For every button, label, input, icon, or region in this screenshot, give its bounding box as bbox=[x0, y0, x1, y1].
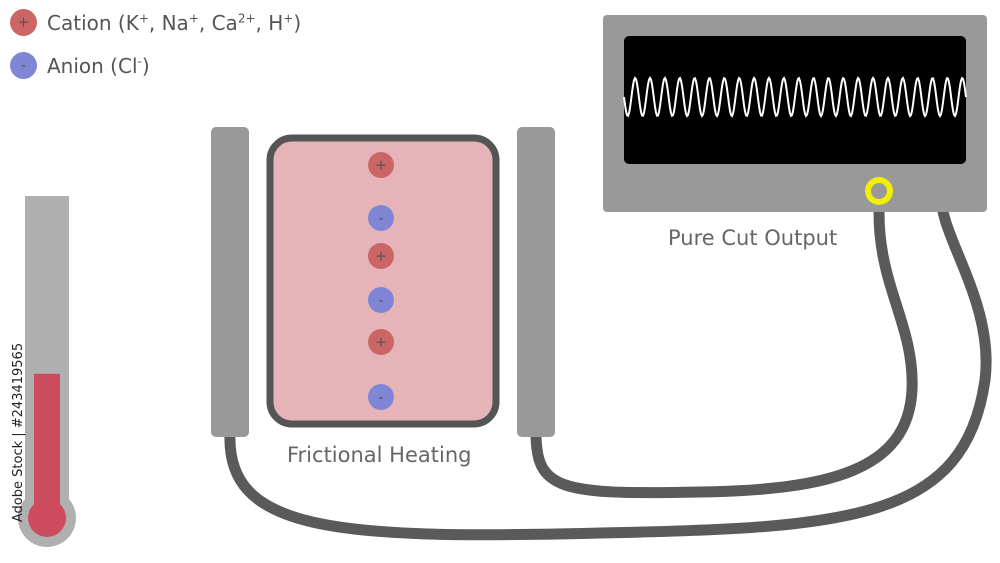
ion-anion: - bbox=[368, 384, 394, 410]
sine-waveform bbox=[623, 76, 967, 118]
ion-anion: - bbox=[368, 205, 394, 231]
legend-anion: - Anion (Cl-) bbox=[10, 52, 150, 79]
thermometer-fill bbox=[34, 373, 60, 516]
anion-legend-label: Anion (Cl-) bbox=[47, 53, 150, 78]
output-port bbox=[871, 183, 887, 199]
ion-anion: - bbox=[368, 287, 394, 313]
left-electrode bbox=[211, 127, 249, 437]
cation-legend-label: Cation (K+, Na+, Ca2+, H+) bbox=[47, 10, 302, 35]
active-cable bbox=[530, 186, 918, 499]
tissue-block bbox=[266, 134, 500, 428]
tissue-label: Frictional Heating bbox=[287, 443, 472, 467]
ion-cation: + bbox=[368, 329, 394, 355]
ion-cation: + bbox=[368, 243, 394, 269]
anion-legend-dot: - bbox=[10, 52, 37, 79]
ion-cation: + bbox=[368, 152, 394, 178]
cation-legend-dot: + bbox=[10, 9, 37, 36]
return-cable bbox=[224, 186, 992, 541]
right-electrode bbox=[517, 127, 555, 437]
stock-watermark: Adobe Stock | #243419565 bbox=[11, 342, 27, 523]
generator-label: Pure Cut Output bbox=[668, 226, 838, 250]
thermometer-bulb bbox=[28, 499, 66, 537]
legend-cation: + Cation (K+, Na+, Ca2+, H+) bbox=[10, 9, 301, 36]
